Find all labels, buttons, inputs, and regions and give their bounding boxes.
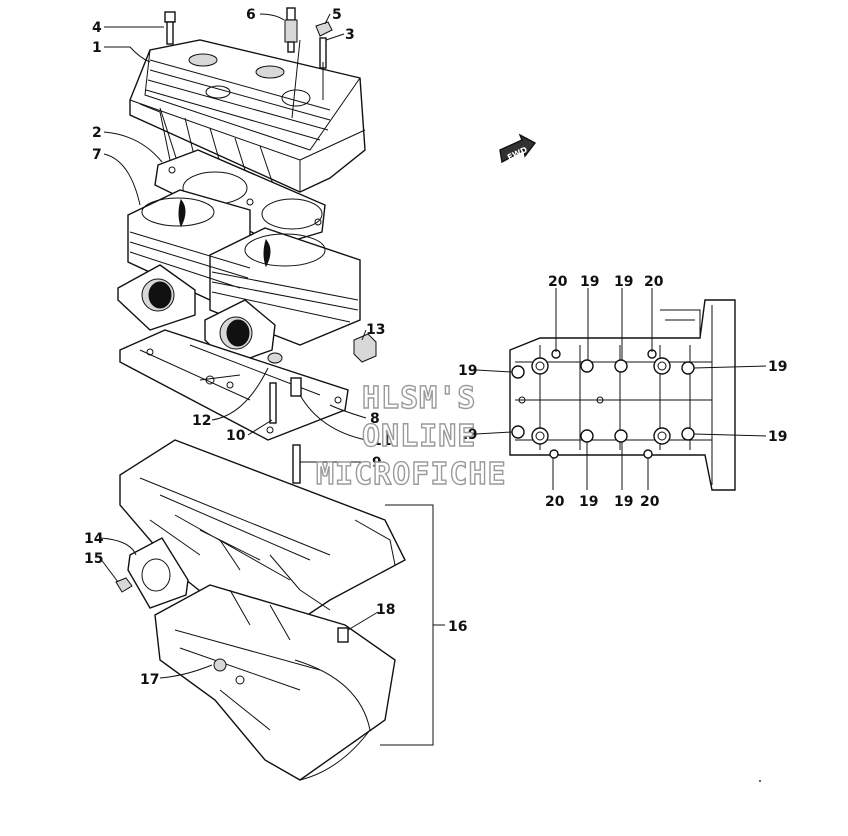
callout-2: 2	[92, 125, 102, 141]
spark-plug-6	[284, 7, 298, 53]
watermark-line-2: ONLINE	[362, 419, 476, 454]
watermark: HLSM'S ONLINE MICROFICHE	[315, 380, 507, 492]
crankcase-leader-lines	[475, 288, 767, 490]
callout-cc-left-1: 19	[458, 363, 477, 379]
stud-9	[292, 444, 301, 484]
watermark-line-1: HLSM'S	[362, 381, 476, 416]
base-gasket	[119, 329, 349, 441]
callout-cc-right-2: 19	[768, 429, 787, 445]
nut-13	[353, 333, 377, 363]
watermark-line-3: MICROFICHE	[316, 457, 507, 492]
intake-gasket	[127, 537, 189, 609]
callout-cc-top-4: 20	[644, 274, 664, 290]
callout-cc-top-2: 19	[580, 274, 599, 290]
callout-cc-right-1: 19	[768, 359, 787, 375]
callout-cc-bottom-1: 20	[545, 494, 565, 510]
callout-5: 5	[332, 7, 342, 23]
stud-10	[269, 382, 277, 424]
cylinder-block	[117, 189, 361, 366]
lower-crankcase	[154, 584, 396, 781]
callout-1: 1	[92, 40, 102, 56]
callout-14: 14	[84, 531, 104, 547]
callout-cc-left-2: 19	[458, 427, 477, 443]
head-stud-4	[164, 11, 176, 45]
bolt-15	[115, 577, 133, 593]
callout-8: 8	[370, 411, 380, 427]
dowel-11	[290, 377, 302, 397]
washer-12	[267, 352, 283, 364]
callout-11: 11	[372, 433, 391, 449]
callout-18: 18	[376, 602, 395, 618]
callout-cc-bottom-3: 19	[614, 494, 633, 510]
callout-7: 7	[92, 147, 102, 163]
speck	[759, 780, 761, 782]
callout-labels: 4 1 6 5 3 2 7 13 12 8 10 11 9 14 15 18 1…	[84, 7, 787, 688]
fwd-arrow: FWD	[499, 133, 537, 164]
callout-cc-bottom-2: 19	[579, 494, 598, 510]
callout-16: 16	[448, 619, 467, 635]
callout-cc-bottom-4: 20	[640, 494, 660, 510]
callout-10: 10	[226, 428, 246, 444]
callout-9: 9	[372, 455, 382, 471]
callout-6: 6	[246, 7, 256, 23]
callout-cc-top-1: 20	[548, 274, 568, 290]
leader-lines	[99, 13, 379, 679]
cylinder-head	[129, 39, 366, 193]
nut-5	[315, 21, 333, 37]
callout-3: 3	[345, 27, 355, 43]
callout-cc-top-3: 19	[614, 274, 633, 290]
callout-12: 12	[192, 413, 211, 429]
callout-15: 15	[84, 551, 103, 567]
callout-13: 13	[366, 322, 385, 338]
callout-4: 4	[92, 20, 102, 36]
callout-17: 17	[140, 672, 159, 688]
dowel-18	[337, 627, 349, 643]
